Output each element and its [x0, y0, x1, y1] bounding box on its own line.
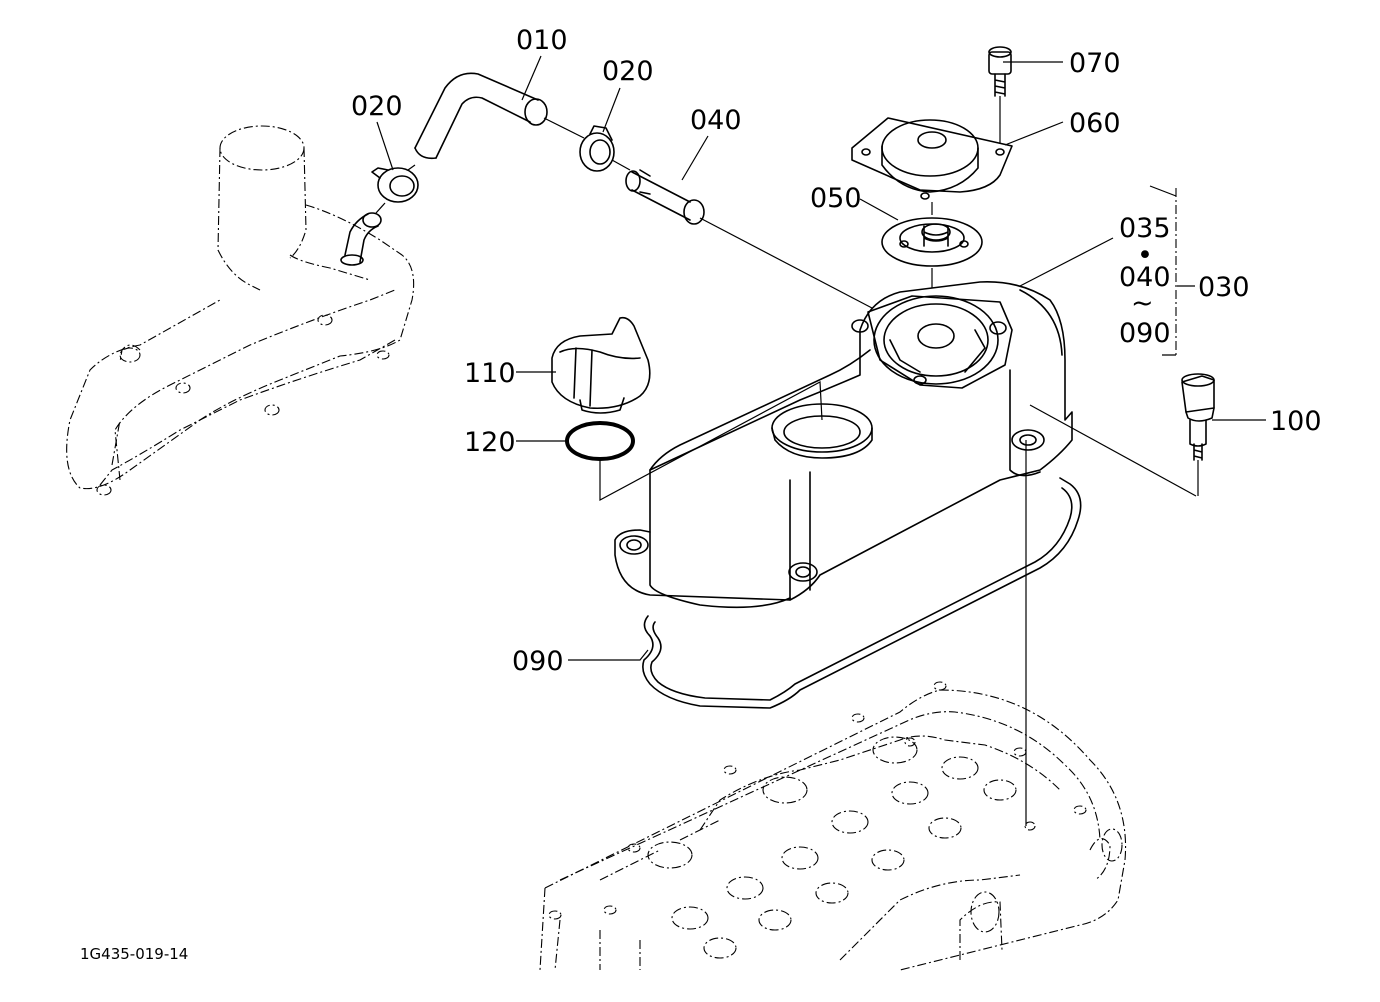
hose-clamp-right: [579, 125, 615, 172]
cover-gasket-part: [642, 477, 1082, 709]
label-040-range: 040: [1119, 262, 1171, 293]
label-090: 090: [512, 646, 564, 677]
breather-valve-part: [881, 202, 983, 300]
label-010: 010: [516, 25, 568, 56]
part-labels: 010 020 020 040 050 070 060 035 • 040 ~ …: [351, 25, 1322, 677]
screw-part: [988, 46, 1012, 145]
breather-pipe-part: [625, 169, 705, 225]
label-050: 050: [810, 183, 862, 214]
oil-filler-cap-part: [551, 316, 651, 414]
label-100: 100: [1270, 406, 1322, 437]
cylinder-head-part: [539, 681, 1127, 971]
hose-part: [414, 72, 548, 160]
label-040: 040: [690, 105, 742, 136]
label-120: 120: [464, 427, 516, 458]
bolt-part: [1181, 373, 1215, 496]
hose-clamp-left: [371, 167, 419, 203]
breather-cover-part: [851, 117, 1013, 200]
drawing-code: 1G435-019-14: [80, 945, 188, 963]
label-dot: •: [1137, 240, 1153, 271]
label-020-right: 020: [602, 56, 654, 87]
label-070: 070: [1069, 48, 1121, 79]
cylinder-head-cover-part: [614, 281, 1073, 609]
assembly-lines: [375, 117, 1197, 826]
label-060: 060: [1069, 108, 1121, 139]
water-flange-part: [66, 125, 415, 496]
label-035: 035: [1119, 213, 1171, 244]
o-ring-part: [565, 421, 635, 461]
label-110: 110: [464, 358, 516, 389]
label-030: 030: [1198, 272, 1250, 303]
label-tilde: ~: [1131, 288, 1154, 319]
label-020-left: 020: [351, 91, 403, 122]
label-090-range: 090: [1119, 318, 1171, 349]
callout-leaders: [376, 55, 1266, 661]
